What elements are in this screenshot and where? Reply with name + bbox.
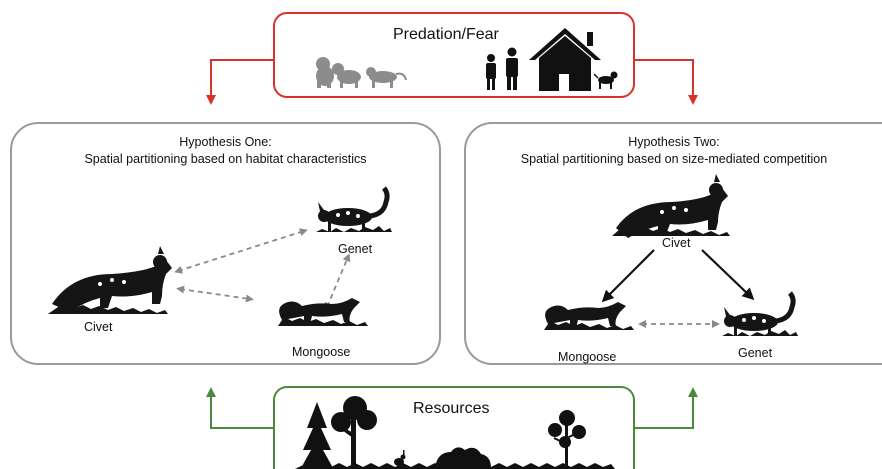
civet-to-mongoose-arrow xyxy=(601,249,655,303)
leopard-icon xyxy=(366,67,407,88)
dog-icon xyxy=(593,71,618,89)
vegetation-silhouettes xyxy=(295,396,615,469)
resources-title: Resources xyxy=(413,400,490,417)
hypothesis-one-title: Hypothesis One: xyxy=(179,135,272,149)
civet-genet-arrow xyxy=(174,228,308,274)
resources-box: Resources xyxy=(273,386,635,469)
civet-icon xyxy=(612,174,730,238)
house-icon xyxy=(529,28,601,91)
red-arrow-right xyxy=(633,59,698,105)
shrub-icon xyxy=(435,447,491,468)
hypothesis-two-civet-label: Civet xyxy=(662,236,691,250)
green-arrow-right xyxy=(633,387,698,429)
genet-icon xyxy=(316,186,392,232)
hypothesis-one-panel: Hypothesis One: Spatial partitioning bas… xyxy=(10,122,441,365)
hypothesis-one-civet-label: Civet xyxy=(84,320,113,334)
predation-fear-box: Predation/Fear xyxy=(273,12,635,98)
flowering-bush-icon xyxy=(548,410,586,468)
hypothesis-one-diagram xyxy=(48,186,392,326)
green-arrow-left xyxy=(206,387,275,429)
civet-mongoose-arrow xyxy=(176,285,254,303)
hypothesis-one-subtitle: Spatial partitioning based on habitat ch… xyxy=(84,152,367,166)
grass-ground-icon xyxy=(295,463,615,469)
hypothesis-two-subtitle: Spatial partitioning based on size-media… xyxy=(520,152,828,166)
mongoose-genet-arrow xyxy=(324,253,351,311)
conifer-tree-icon xyxy=(301,402,333,468)
lion-icon xyxy=(316,57,334,88)
predation-fear-title: Predation/Fear xyxy=(393,26,499,43)
mongoose-icon xyxy=(278,298,368,326)
human-icon xyxy=(486,47,518,90)
lioness-icon xyxy=(332,63,361,88)
predator-silhouettes xyxy=(316,28,618,91)
hypothesis-two-diagram xyxy=(544,174,798,336)
genet-icon xyxy=(722,291,798,336)
hypothesis-two-mongoose-label: Mongoose xyxy=(558,350,617,364)
hypothesis-one-mongoose-label: Mongoose xyxy=(292,345,351,359)
red-arrow-left xyxy=(206,59,275,105)
hypothesis-two-panel: Hypothesis Two: Spatial partitioning bas… xyxy=(464,122,882,365)
civet-to-genet-arrow xyxy=(701,249,755,301)
hypothesis-two-genet-label: Genet xyxy=(738,346,773,360)
mongoose-icon xyxy=(544,302,634,330)
hypothesis-one-genet-label: Genet xyxy=(338,242,373,256)
hypothesis-two-title: Hypothesis Two: xyxy=(628,135,720,149)
civet-icon xyxy=(48,246,172,314)
broadleaf-tree-icon xyxy=(331,396,377,468)
